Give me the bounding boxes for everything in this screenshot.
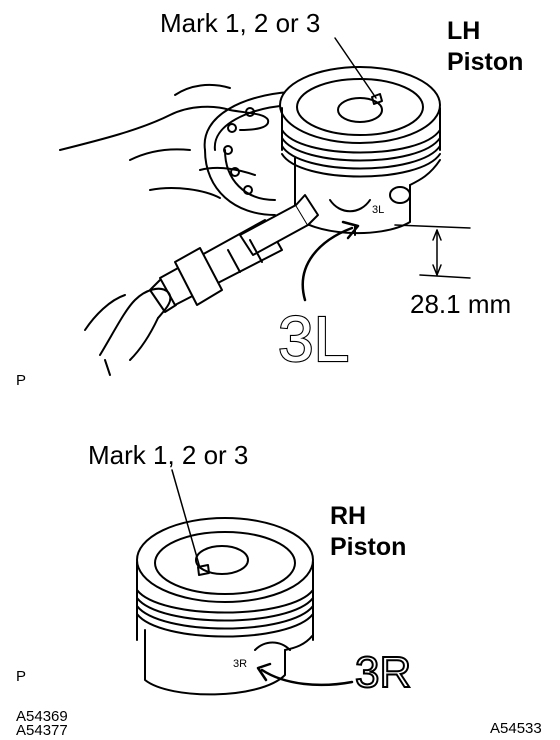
ref-code-left-1: A54369: [16, 708, 68, 725]
rh-piston: [136, 517, 314, 696]
dimension-label: 28.1 mm: [410, 289, 512, 319]
mark-leader-line-bottom: [171, 469, 201, 569]
mark-label-bottom: Mark 1, 2 or 3: [88, 440, 249, 470]
lh-piston-title-line1: LH: [447, 17, 481, 45]
ref-code-left-2: A54377: [16, 722, 68, 739]
arrow-to-3l-stamp: [301, 220, 360, 302]
corner-p-top: P: [16, 372, 27, 389]
lh-piston: [279, 66, 441, 236]
rh-piston-title-line2: Piston: [330, 533, 407, 561]
rh-piston-title-line1: RH: [330, 502, 367, 530]
micrometer: [149, 194, 319, 313]
lh-piston-stamp: 3L: [372, 204, 384, 216]
ref-code-right: A54533: [490, 720, 542, 737]
rh-piston-stamp: 3R: [233, 658, 247, 670]
hand-upper: [59, 83, 270, 199]
code-3l: 3L: [277, 302, 350, 376]
hand-lower: [84, 287, 172, 376]
mark-label-top: Mark 1, 2 or 3: [160, 8, 321, 38]
arrow-to-3r-stamp: [256, 662, 354, 687]
dimension-28-1mm: [394, 224, 471, 279]
corner-p-bottom: P: [16, 668, 27, 685]
mark-leader-line-top: [334, 37, 377, 99]
lh-piston-illustration: 3L: [59, 37, 471, 376]
lh-piston-title-line2: Piston: [447, 48, 524, 76]
code-3r: 3R: [354, 647, 412, 698]
